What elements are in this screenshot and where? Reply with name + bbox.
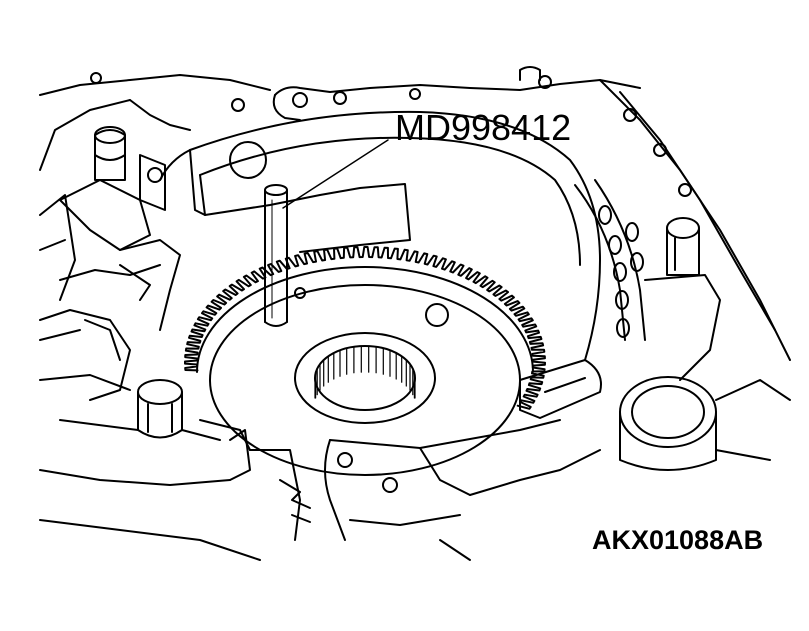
housing-inner-wall xyxy=(160,112,600,360)
hub-splines xyxy=(315,346,415,398)
lower-left-bolt xyxy=(40,380,260,560)
gear-hub xyxy=(210,285,520,475)
housing-outline xyxy=(40,67,790,360)
leader-line xyxy=(283,140,388,208)
ring-gear xyxy=(185,247,545,409)
tool-callout-label: MD998412 xyxy=(395,107,572,148)
right-chain xyxy=(575,180,645,340)
right-bolt xyxy=(645,218,720,380)
left-bracket xyxy=(40,127,180,400)
figure-code-label: AKX01088AB xyxy=(592,525,764,555)
right-cup xyxy=(620,377,790,470)
special-tool-pin xyxy=(265,185,287,326)
lower-center-detail xyxy=(200,420,310,540)
lower-bracket xyxy=(325,360,601,560)
ring-gear-teeth xyxy=(185,247,545,409)
ring-gear-inner-edge xyxy=(197,267,533,372)
